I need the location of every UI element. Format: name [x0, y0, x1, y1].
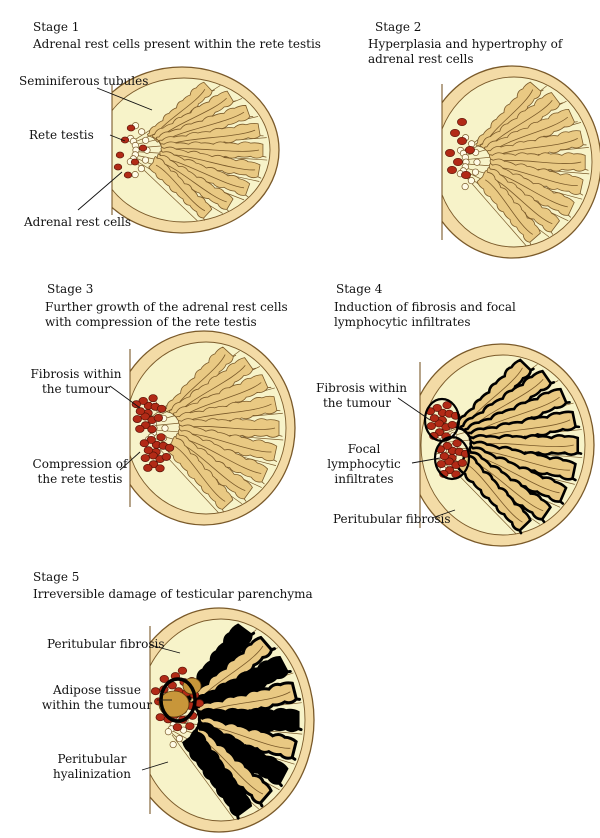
label-adrenal-rest-cells: Adrenal rest cells: [24, 215, 132, 229]
label-focal-lymphocytic-infiltrates: Focal lymphocytic infiltrates: [327, 442, 401, 486]
leader-line: [411, 457, 441, 464]
testis-stage-5: [149, 607, 315, 833]
septum: [133, 160, 198, 222]
tubule-bundle: [148, 156, 213, 221]
label-adipose-tissue: Adipose tissue within the tumour: [41, 683, 153, 712]
testis-stage-3: [129, 330, 296, 526]
tubule-bundle: [165, 436, 234, 513]
stage-2-caption-line-2: adrenal rest cells: [368, 52, 474, 66]
leader-line: [77, 171, 123, 211]
label-peritubular-hyalinization: Peritubular hyalinization: [53, 752, 131, 781]
septum: [171, 734, 235, 820]
rete-testis: [456, 134, 481, 191]
adrenal-rest-cells: [445, 117, 475, 180]
leader-line: [431, 509, 456, 519]
label-peritubular-fibrosis-1: Peritubular fibrosis: [333, 512, 451, 526]
stage-5-heading: Stage 5: [33, 570, 80, 584]
testis-stage-4: [419, 343, 595, 547]
label-rete-testis: Rete testis: [29, 128, 94, 142]
adipose-tissue: [158, 690, 190, 718]
leader-line: [149, 644, 181, 654]
stage-3-heading: Stage 3: [47, 282, 94, 296]
label-fibrosis-within-tumour-2: Fibrosis within the tumour: [316, 381, 408, 410]
stage-4-caption-line-2: lymphocytic infiltrates: [334, 315, 471, 329]
leader-line: [109, 134, 126, 142]
testis-stage-1: [111, 66, 280, 234]
testis-stage-2: [441, 65, 600, 259]
stage-1-caption: Adrenal rest cells present within the re…: [33, 37, 321, 51]
adrenal-rest-cells: [113, 124, 148, 179]
label-peritubular-fibrosis-2: Peritubular fibrosis: [47, 637, 165, 651]
tubule-bundle: [182, 729, 253, 820]
septum: [463, 174, 527, 246]
label-seminiferous-tubules: Seminiferous tubules: [19, 74, 149, 88]
leader-line: [119, 451, 141, 471]
adrenal-rest-cells: [131, 394, 175, 473]
tubule-bundle: [476, 170, 541, 246]
stage-2-heading: Stage 2: [375, 20, 422, 34]
stage-5-caption: Irreversible damage of testicular parenc…: [33, 587, 313, 601]
septum: [151, 440, 219, 513]
stage-3-caption-line-2: with compression of the rete testis: [45, 315, 257, 329]
stage-4-heading: Stage 4: [336, 282, 383, 296]
stage-1-heading: Stage 1: [33, 20, 80, 34]
tumour-fibrosis: [433, 435, 471, 481]
stage-3-caption-line-1: Further growth of the adrenal rest cells: [45, 300, 288, 314]
label-compression-rete-testis: Compression of the rete testis: [32, 457, 128, 486]
leader-line: [397, 397, 431, 421]
tubule-bundle: [455, 452, 532, 535]
adrenal-rest-cells: [423, 397, 471, 481]
leader-line: [141, 761, 169, 771]
leader-line: [109, 385, 141, 409]
stage-4-caption-line-1: Induction of fibrosis and focal: [334, 300, 516, 314]
leader-line: [96, 87, 153, 111]
stage-2-caption-line-1: Hyperplasia and hypertrophy of: [368, 37, 563, 51]
label-fibrosis-within-tumour-1: Fibrosis within the tumour: [30, 367, 122, 396]
